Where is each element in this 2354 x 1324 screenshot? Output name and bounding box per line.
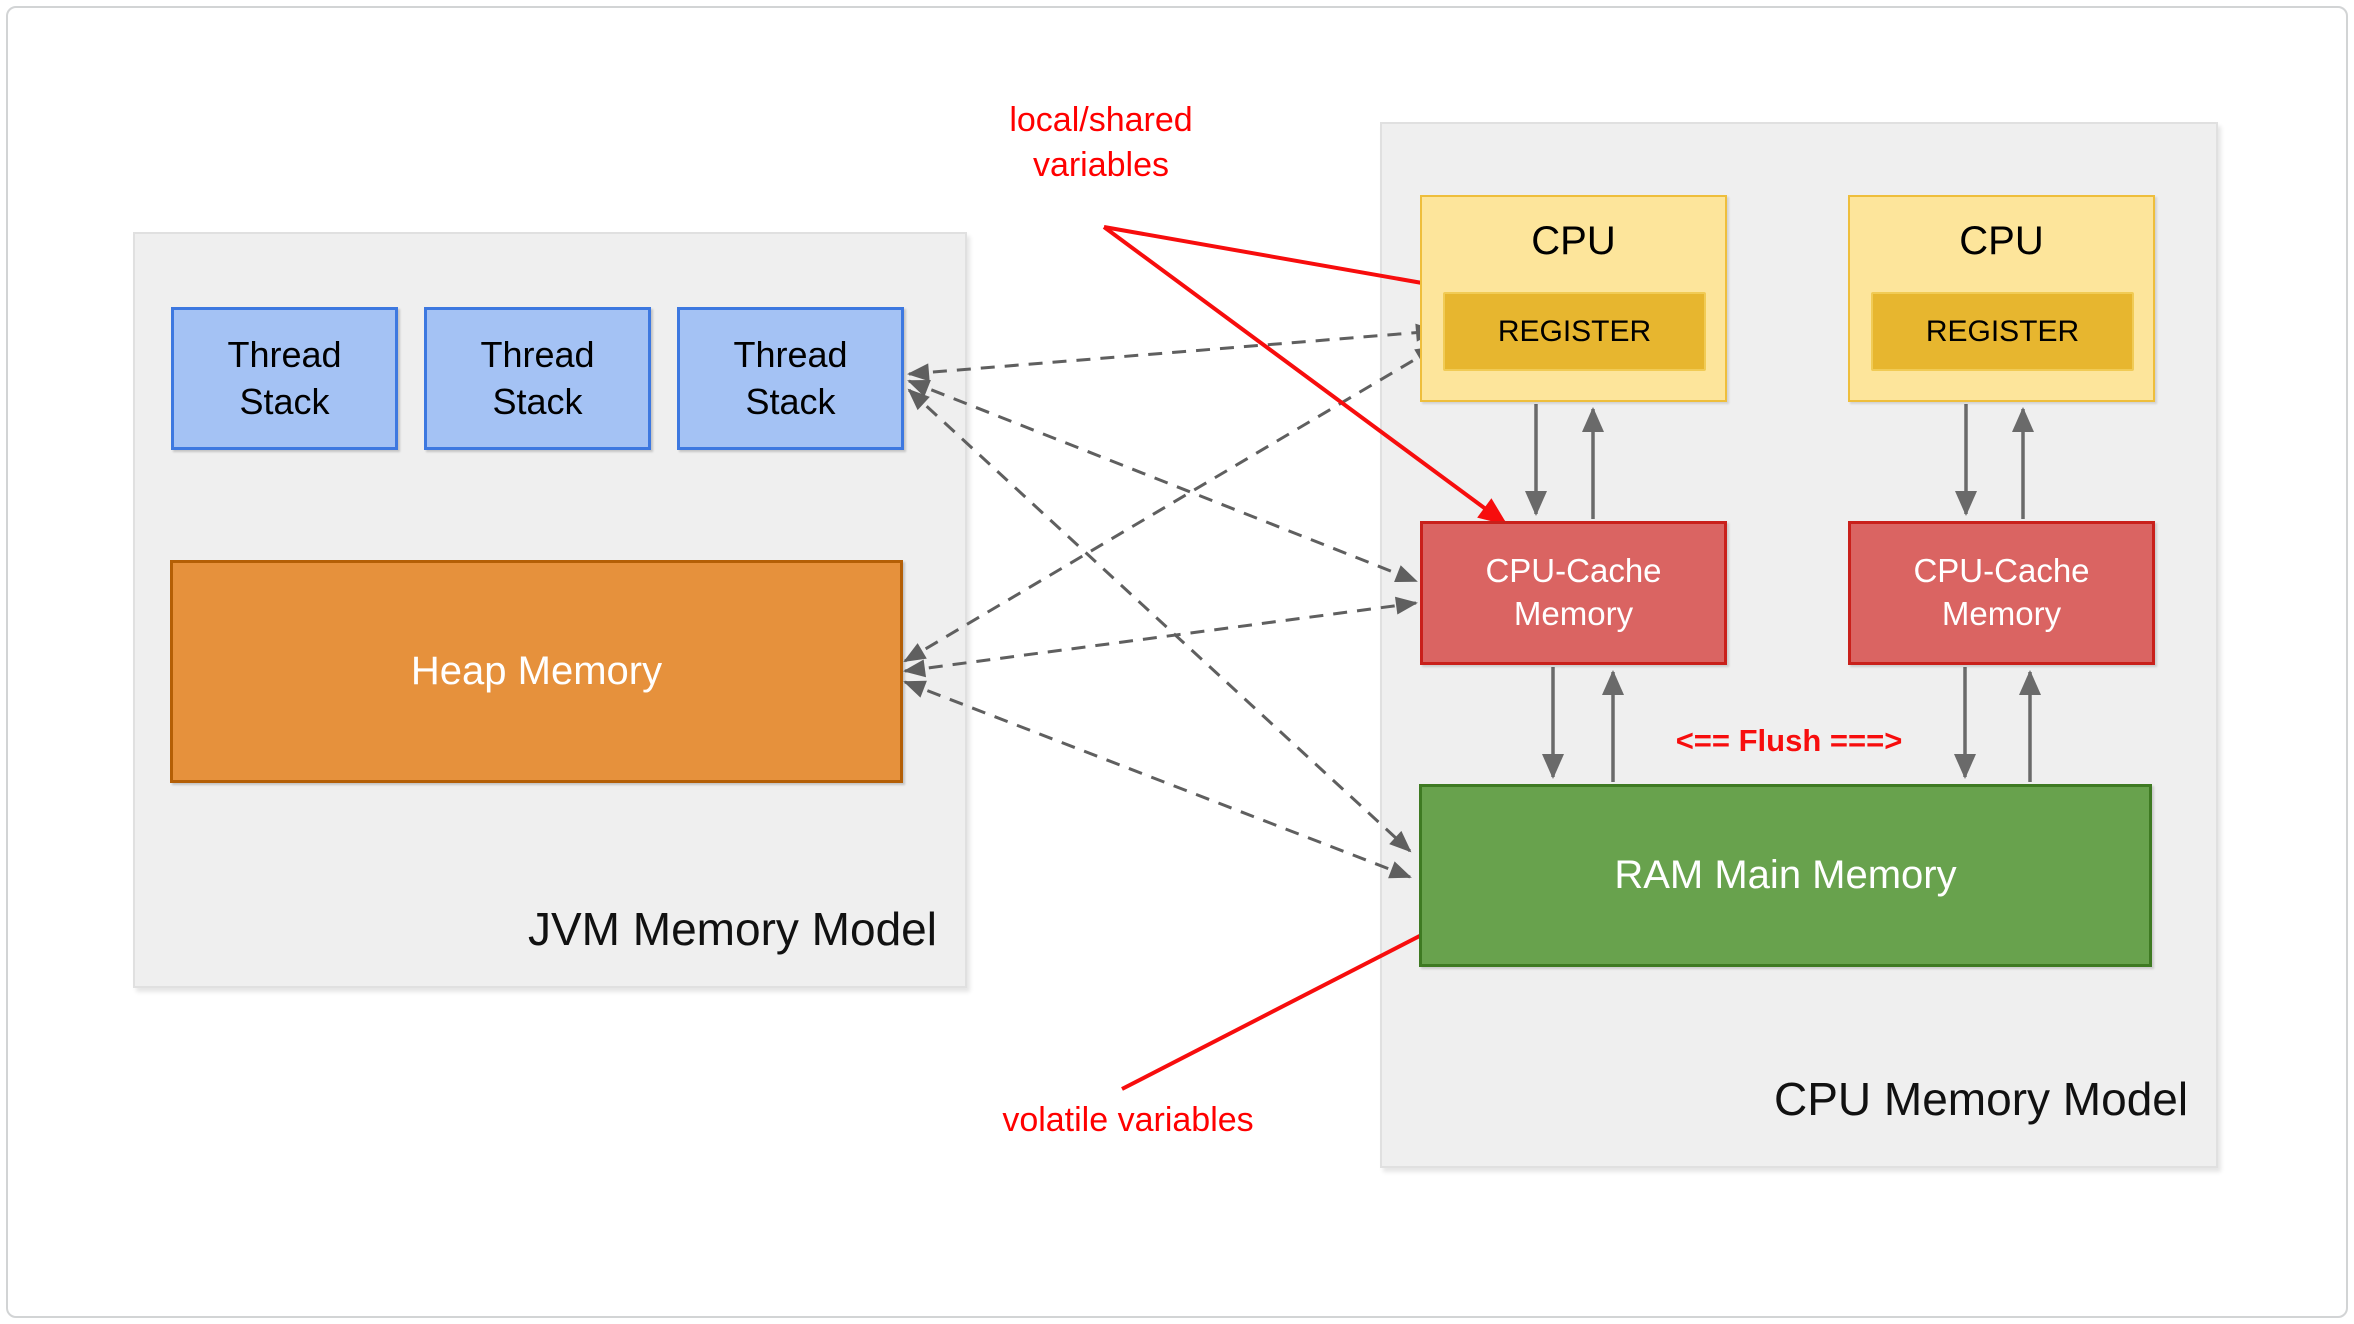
diagram-frame xyxy=(6,6,2348,1318)
register-box-2: REGISTER xyxy=(1871,292,2134,371)
cpu-label: CPU xyxy=(1959,219,2044,263)
thread-stack-box-3: Thread Stack xyxy=(677,307,904,450)
thread-stack-label: Thread Stack xyxy=(480,334,595,422)
thread-stack-label: Thread Stack xyxy=(227,334,342,422)
cpu-cache-label: CPU-Cache Memory xyxy=(1485,552,1662,632)
thread-stack-box-1: Thread Stack xyxy=(171,307,398,450)
ram-main-memory-box: RAM Main Memory xyxy=(1419,784,2152,967)
local-shared-variables-annotation: local/shared variables xyxy=(1009,101,1193,184)
jvm-panel-title: JVM Memory Model xyxy=(528,903,937,955)
volatile-variables-annotation: volatile variables xyxy=(1002,1101,1254,1139)
heap-memory-label: Heap Memory xyxy=(410,649,663,693)
thread-stack-label: Thread Stack xyxy=(733,334,848,422)
ram-label: RAM Main Memory xyxy=(1614,853,1957,897)
cpu-cache-box-2: CPU-Cache Memory xyxy=(1848,521,2155,665)
cpu-cache-box-1: CPU-Cache Memory xyxy=(1420,521,1727,665)
register-box-1: REGISTER xyxy=(1443,292,1706,371)
cpu-box-1: CPU REGISTER xyxy=(1420,195,1727,402)
cpu-box-2: CPU REGISTER xyxy=(1848,195,2155,402)
thread-stack-box-2: Thread Stack xyxy=(424,307,651,450)
flush-label: <== Flush ===> xyxy=(1675,723,1903,758)
cpu-label: CPU xyxy=(1531,219,1616,263)
cpu-panel-title: CPU Memory Model xyxy=(1774,1073,2189,1125)
register-label: REGISTER xyxy=(1925,314,2080,348)
heap-memory-box: Heap Memory xyxy=(170,560,903,783)
register-label: REGISTER xyxy=(1497,314,1652,348)
cpu-cache-label: CPU-Cache Memory xyxy=(1913,552,2090,632)
